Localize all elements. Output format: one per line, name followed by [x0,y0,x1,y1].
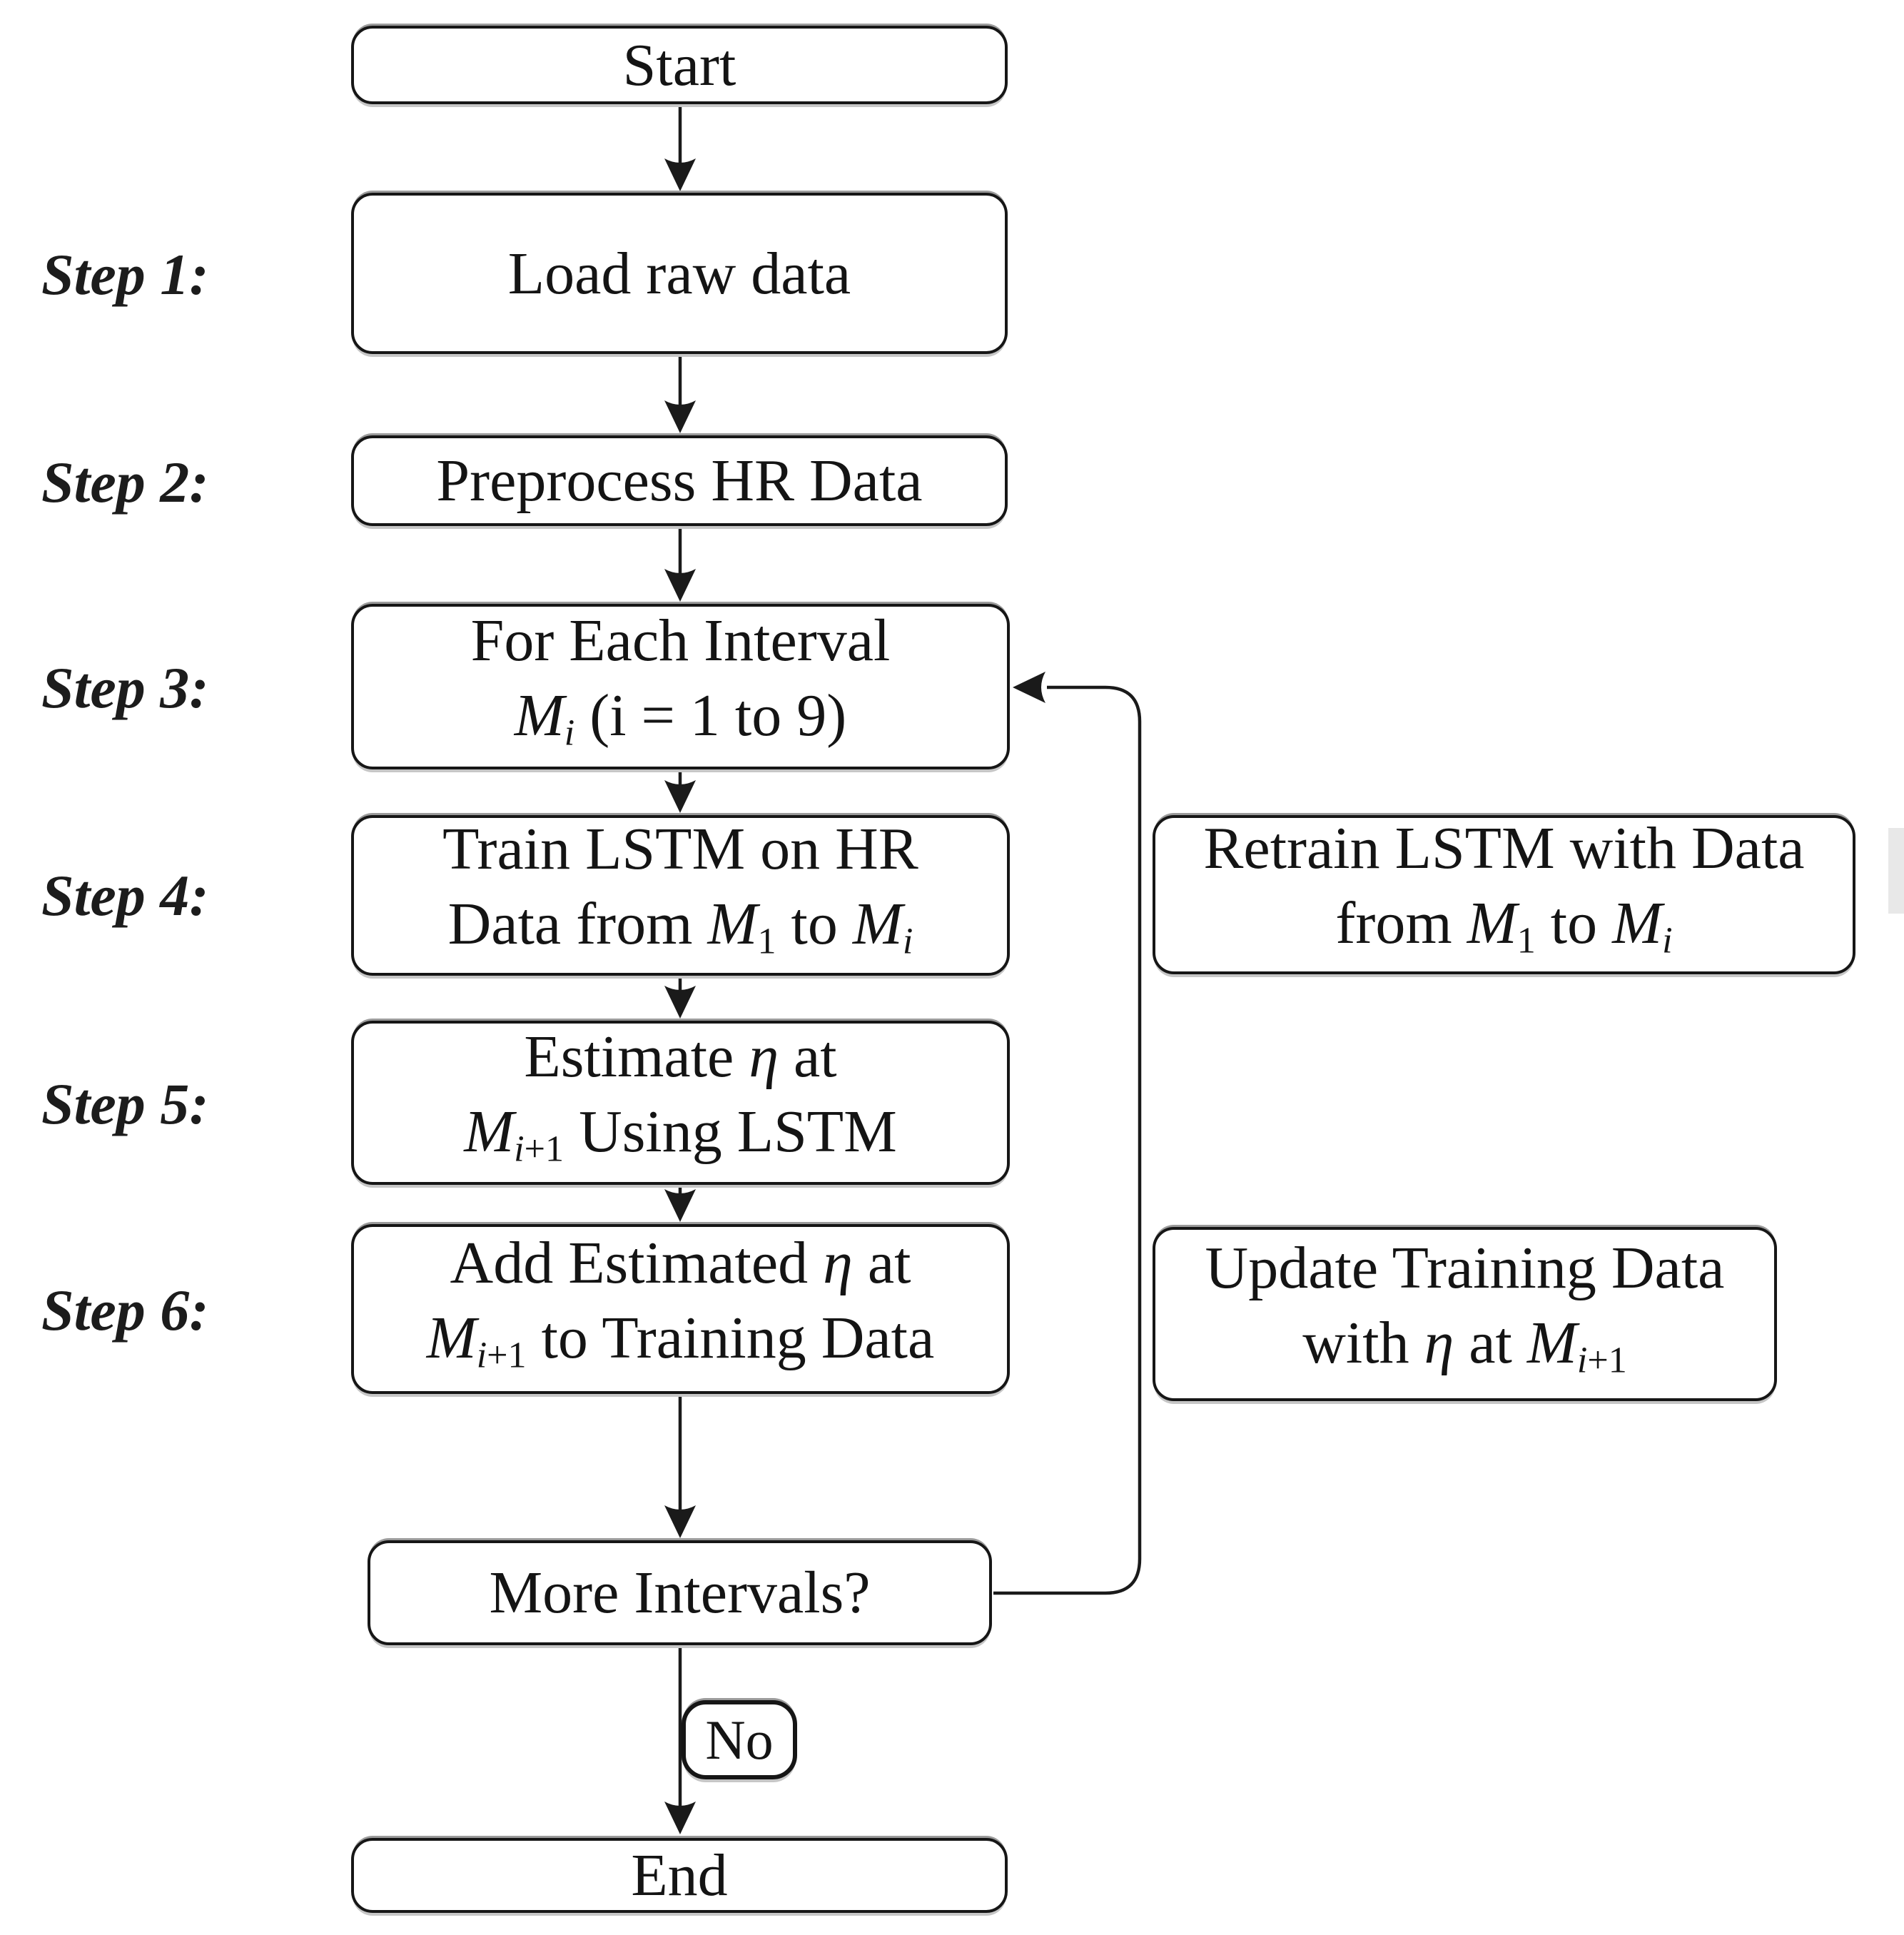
arrow-train-to-estimate [664,976,696,1019]
retrain-lstm-note: Retrain LSTM with Data from M1 to Mi [1153,815,1855,974]
node-text-line: Mi+1 to Training Data [426,1304,935,1376]
node-text-line: Retrain LSTM with Data [1203,815,1805,882]
load-raw-data-node: Load raw data [351,193,1008,354]
node-text-line: Estimate η at [524,1023,837,1090]
preprocess-hr-node: Preprocess HR Data [351,435,1008,526]
step-label-3: Step 3: [41,655,209,720]
node-text-line: Preprocess HR Data [436,448,923,514]
train-lstm-node: Train LSTM on HR Data from M1 to Mi [351,815,1010,976]
arrow-estimate-to-add [664,1185,696,1222]
arrow-foreach-to-train [664,769,696,813]
arrow-add-to-more [664,1394,696,1538]
node-text-line: Mi+1 Using LSTM [464,1098,897,1170]
foreach-interval-node: For Each Interval Mi (i = 1 to 9) [351,604,1010,769]
arrow-preprocess-to-foreach [664,526,696,602]
node-text-line: with η at Mi+1 [1302,1309,1627,1381]
step-label-5: Step 5: [41,1071,209,1136]
step-label-6: Step 6: [41,1278,209,1343]
more-intervals-decision: More Intervals? [368,1540,992,1645]
arrow-load-to-preprocess [664,354,696,433]
update-training-note: Update Training Data with η at Mi+1 [1153,1227,1777,1401]
node-text-line: Data from M1 to Mi [447,891,913,962]
arrow-start-to-load [664,104,696,191]
loop-back-arrow [993,672,1142,1595]
node-text-line: Load raw data [507,240,851,307]
node-text-line: from M1 to Mi [1335,890,1673,961]
node-text-line: No [705,1708,774,1771]
step-label-1: Step 1: [41,242,209,307]
no-label: No [682,1700,797,1779]
node-text-line: More Intervals? [489,1560,871,1626]
node-text-line: Train LSTM on HR [442,816,918,883]
node-text-line: End [631,1842,728,1909]
scan-artifact [1888,828,1904,914]
node-text-line: Update Training Data [1205,1234,1725,1301]
step-label-4: Step 4: [41,863,209,928]
end-node: End [351,1838,1008,1913]
add-estimated-eta-node: Add Estimated η at Mi+1 to Training Data [351,1224,1010,1394]
estimate-eta-node: Estimate η at Mi+1 Using LSTM [351,1021,1010,1185]
step-label-2: Step 2: [41,450,209,515]
start-node: Start [351,26,1008,104]
node-text-line: For Each Interval [470,607,891,674]
node-text-line: Start [622,31,736,98]
node-text-line: Add Estimated η at [450,1229,911,1296]
node-text-line: Mi (i = 1 to 9) [514,682,847,754]
